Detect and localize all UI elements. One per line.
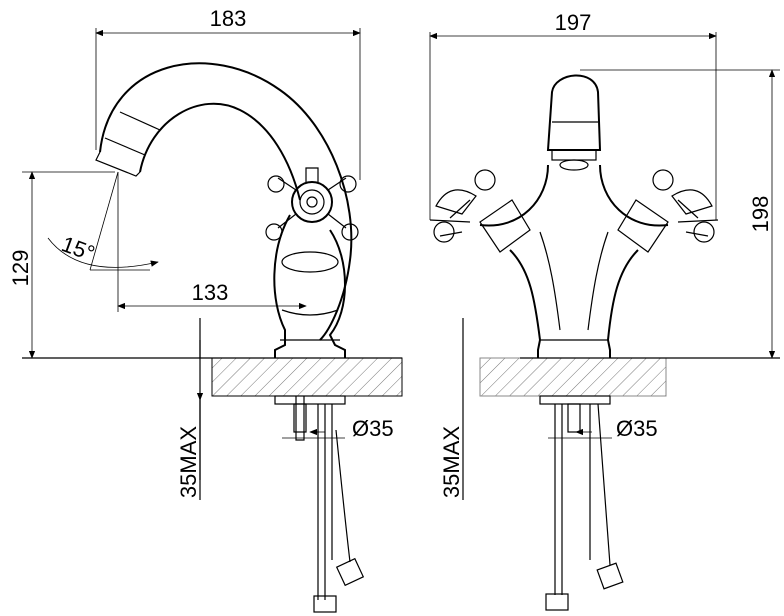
dim-front-width: 197 — [555, 10, 592, 35]
cross-handle-side — [265, 167, 359, 241]
dim-side-width: 183 — [210, 6, 247, 31]
dim-diameter-right: Ø35 — [616, 416, 658, 441]
dim-max-right: 35MAX — [439, 426, 464, 498]
dim-max-left: 35MAX — [176, 426, 201, 498]
dim-side-height: 129 — [8, 250, 33, 287]
side-view: 183 129 133 15° — [8, 6, 403, 613]
dim-front-height: 198 — [748, 196, 773, 233]
front-view: 197 198 — [429, 10, 780, 611]
dim-diameter-left: Ø35 — [352, 416, 394, 441]
dim-spout-reach: 133 — [192, 280, 229, 305]
countertop-right — [479, 357, 667, 397]
countertop-left — [211, 357, 403, 397]
dim-angle: 15° — [58, 231, 98, 266]
cross-handle-front-right — [617, 169, 719, 253]
cross-handle-front-left — [429, 169, 531, 253]
